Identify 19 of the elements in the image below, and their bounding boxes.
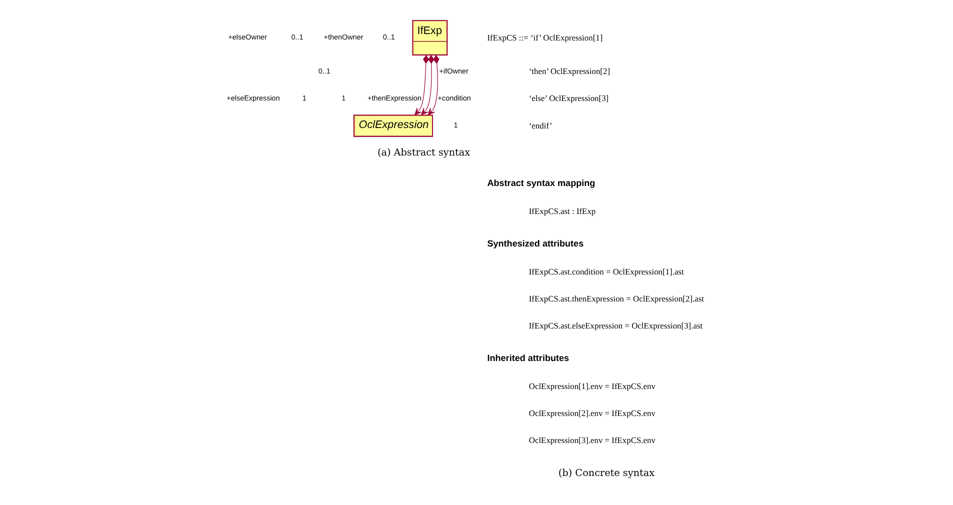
label: ‘then’ OclExpression[2] <box>528 66 610 76</box>
label: IfExpCS.ast : IfExp <box>528 206 596 216</box>
label: OclExpression[2].env = IfExpCS.env <box>528 408 655 418</box>
label: ‘endif’ <box>528 120 552 130</box>
label: IfExpCS.ast.thenExpression = OclExpression[2].ast <box>528 293 704 304</box>
label: OclExpression[3].env = IfExpCS.env <box>528 435 655 446</box>
arrow <box>420 54 434 116</box>
arrow <box>427 54 439 116</box>
label: Abstract syntax mapping <box>486 178 595 188</box>
label: Synthesized attributes <box>486 238 584 248</box>
arrow <box>414 54 429 116</box>
label: IfExpCS.ast.elseExpression = OclExpression[3].ast <box>528 320 702 331</box>
label: Inherited attributes <box>486 353 569 364</box>
label: IfExpCS ::= ‘if’ OclExpression[1] <box>486 32 602 42</box>
label: IfExpCS.ast.condition = OclExpression[1].ast <box>528 266 684 276</box>
label: ‘else’ OclExpression[3] <box>528 93 608 104</box>
label: OclExpression[1].env = IfExpCS.env <box>528 380 655 391</box>
label: (b) Concrete syntax <box>558 468 654 480</box>
label: (a) Abstract syntax <box>376 147 470 158</box>
